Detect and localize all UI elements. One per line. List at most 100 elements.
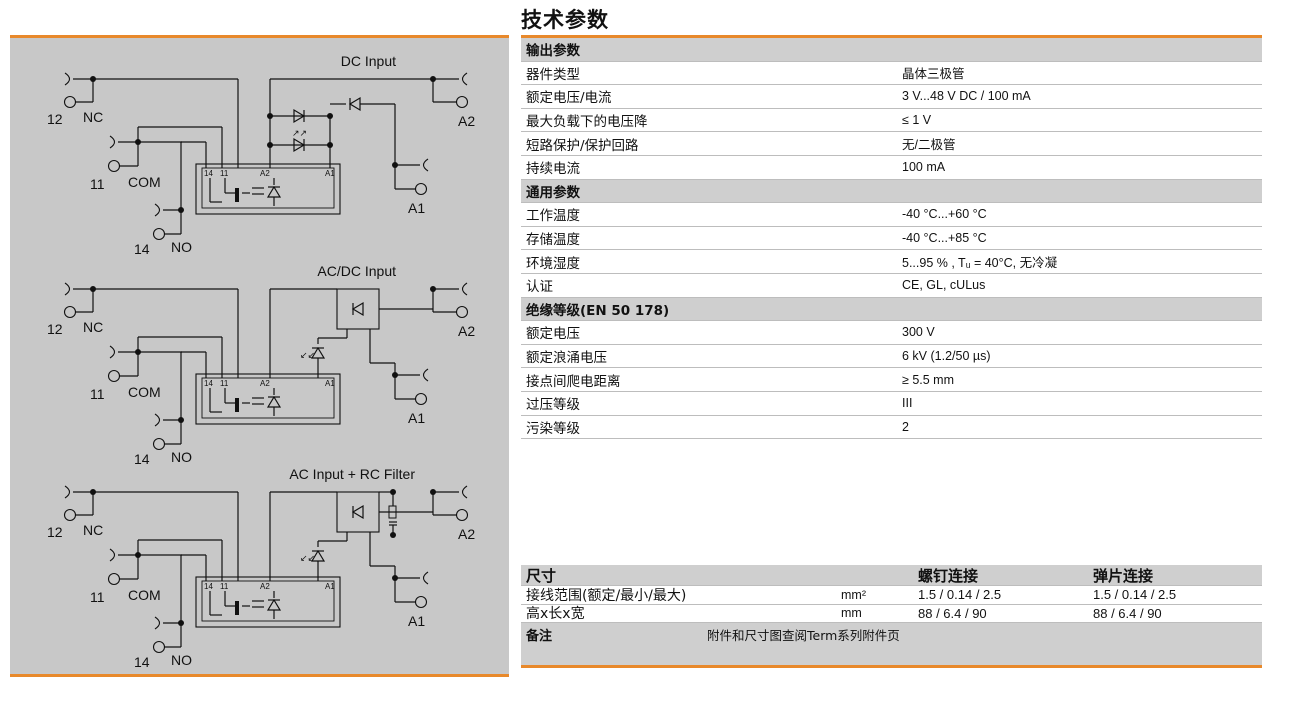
terminal-icon	[64, 485, 71, 499]
param-label: 额定浪涌电压	[526, 350, 607, 367]
diagram-label: NO	[171, 239, 192, 255]
note-row: 备注 附件和尺寸图查阅Term系列附件页	[521, 623, 1262, 666]
terminal-icon	[107, 159, 121, 173]
terminal-icon	[63, 305, 77, 319]
diagram-label: A1	[408, 410, 425, 426]
table-row: 过压等级 III	[521, 392, 1262, 416]
diagram-label: ↙↙	[300, 553, 315, 563]
param-value: ≥ 5.5 mm	[902, 372, 955, 387]
terminal-icon	[422, 158, 429, 172]
relay-inner-box	[201, 580, 335, 622]
transistor-icon	[235, 601, 239, 615]
table-row: 短路保护/保护回路 无/二极管	[521, 132, 1262, 156]
param-label: 最大负载下的电压降	[526, 114, 648, 131]
terminal-icon	[461, 72, 468, 86]
diagram-label: 11	[90, 589, 105, 605]
diagram-label: COM	[128, 384, 161, 400]
param-label: 存储温度	[526, 232, 580, 249]
param-label: 额定电压/电流	[526, 90, 612, 107]
diode-icon	[349, 97, 361, 111]
diagram-label: COM	[128, 587, 161, 603]
row-unit: mm	[841, 606, 862, 621]
terminal-icon	[107, 572, 121, 586]
terminal-icon	[414, 595, 428, 609]
diagram-label: A2	[260, 169, 270, 178]
diagram-label: A1	[408, 200, 425, 216]
dimensions-title: 尺寸	[526, 566, 557, 585]
param-value: 300 V	[902, 325, 935, 340]
row-spring: 1.5 / 0.14 / 2.5	[1093, 587, 1177, 603]
param-value: 2	[902, 419, 909, 434]
param-value: -40 °C...+60 °C	[902, 207, 987, 222]
table-row: 接线范围(额定/最小/最大) mm² 1.5 / 0.14 / 2.5 1.5 …	[521, 586, 1262, 605]
diagram-label: A1	[325, 582, 335, 591]
terminal-icon	[64, 282, 71, 296]
param-value: 无/二极管	[902, 138, 956, 153]
terminal-icon	[63, 508, 77, 522]
param-value: III	[902, 396, 913, 411]
resistor-icon	[388, 505, 397, 519]
diagram-label: A2	[458, 323, 475, 339]
param-value: -40 °C...+85 °C	[902, 231, 987, 246]
dimensions-table: 尺寸 螺钉连接 弹片连接 接线范围(额定/最小/最大) mm² 1.5 / 0.…	[521, 565, 1262, 669]
section-header: 通用参数	[521, 179, 1262, 204]
param-value: 5...95 % , Tᵤ = 40°C, 无冷凝	[902, 256, 1058, 271]
diagram-label: NO	[171, 652, 192, 668]
row-label: 接线范围(额定/最小/最大)	[526, 587, 687, 604]
table-row: 存储温度 -40 °C...+85 °C	[521, 227, 1262, 251]
diagram-label: ↙↙	[300, 350, 315, 360]
diagram-label: 12	[47, 321, 63, 337]
bridge-rectifier-icon	[336, 491, 380, 533]
param-label: 持续电流	[526, 161, 580, 178]
diagram-label: A2	[260, 379, 270, 388]
diagram-label: A2	[260, 582, 270, 591]
terminal-icon	[455, 305, 469, 319]
diagram-label: A2	[458, 113, 475, 129]
param-label: 短路保护/保护回路	[526, 137, 639, 154]
section-header: 输出参数	[521, 38, 1262, 62]
transistor-icon	[235, 398, 239, 412]
param-label: 过压等级	[526, 397, 580, 414]
diagram-label: DC Input	[341, 53, 396, 69]
col-screw: 螺钉连接	[918, 566, 979, 585]
diagram-label: 14	[134, 654, 150, 670]
relay-module-box	[195, 163, 341, 215]
note-label: 备注	[526, 629, 553, 645]
terminal-icon	[455, 508, 469, 522]
diagram-label: 11	[90, 176, 105, 192]
diagram-label: A1	[325, 169, 335, 178]
param-label: 环境湿度	[526, 255, 580, 272]
terminal-icon	[414, 392, 428, 406]
param-label: 污染等级	[526, 420, 580, 437]
diagram-label: NC	[83, 319, 103, 335]
param-label: 器件类型	[526, 66, 580, 83]
row-screw: 88 / 6.4 / 90	[918, 605, 987, 621]
terminal-icon	[422, 368, 429, 382]
junction-dot	[267, 142, 273, 148]
param-value: 晶体三极管	[902, 67, 965, 82]
param-value: CE, GL, cULus	[902, 278, 986, 293]
terminal-icon	[152, 640, 166, 654]
diagram-label: 11	[220, 169, 229, 178]
row-screw: 1.5 / 0.14 / 2.5	[918, 587, 1002, 603]
diagram-label: 11	[90, 386, 105, 402]
diagram-label: A1	[408, 613, 425, 629]
terminal-icon	[107, 369, 121, 383]
diagram-label: 11	[220, 379, 229, 388]
diagram-label: 14	[134, 241, 150, 257]
terminal-icon	[154, 203, 161, 217]
diagram-label: COM	[128, 174, 161, 190]
transistor-icon	[235, 188, 239, 202]
param-value: ≤ 1 V	[902, 113, 932, 128]
diagram-label: A1	[325, 379, 335, 388]
param-label: 输出参数	[526, 43, 580, 60]
param-label: 认证	[526, 279, 553, 296]
diagram-label: NC	[83, 522, 103, 538]
terminal-icon	[461, 282, 468, 296]
terminal-icon	[109, 135, 116, 149]
